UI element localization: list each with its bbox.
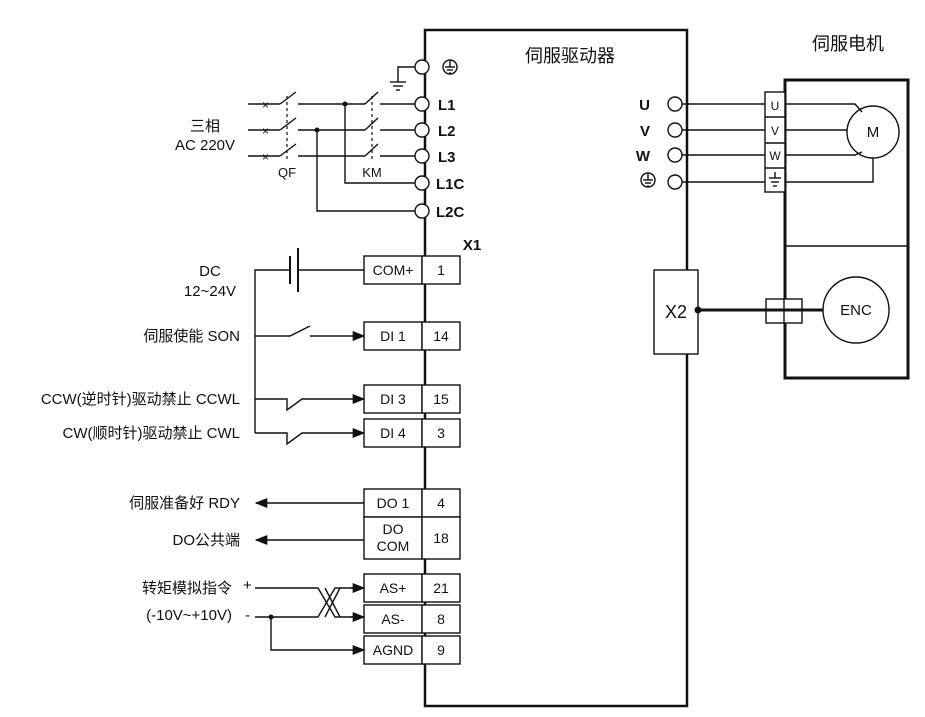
io-pin-3: 3: [437, 425, 445, 441]
io-name-as-minus: AS-: [381, 611, 405, 627]
motor-term-v: V: [771, 124, 779, 138]
signal-ccwl: CCW(逆时针)驱动禁止 CCWL: [41, 391, 240, 408]
io-pin-15: 15: [433, 391, 449, 407]
io-name-agnd: AGND: [373, 642, 413, 658]
servo-driver-box: [423, 28, 689, 708]
svg-text:×: ×: [262, 124, 269, 138]
motor-term-w: W: [769, 149, 781, 163]
motor-term-u: U: [771, 99, 780, 113]
x2-connector: [653, 269, 699, 355]
io-name-do-com-1: DO: [383, 521, 404, 537]
terminal-l1c: L1C: [436, 176, 465, 193]
signal-plus: +: [243, 577, 252, 594]
io-pin-9: 9: [437, 642, 445, 658]
io-name-di1: DI 1: [380, 328, 406, 344]
io-name-as-plus: AS+: [380, 580, 407, 596]
motor-symbol-label: M: [867, 124, 880, 141]
output-u-label: U: [639, 97, 650, 114]
terminal-l2: L2: [438, 123, 456, 140]
io-pin-18: 18: [433, 530, 449, 546]
io-name-di4: DI 4: [380, 425, 406, 441]
x2-label: X2: [665, 302, 687, 322]
output-uvw: U V W: [636, 96, 765, 190]
earth-ground-icon: [390, 81, 406, 91]
power-input: L1 L2 L3 L1C L2C 三相 AC 220V × × × QF: [175, 59, 465, 221]
contactor-km: KM: [362, 91, 415, 180]
io-pin-21: 21: [433, 580, 449, 596]
breaker-label: QF: [278, 165, 296, 180]
signal-do-common: DO公共端: [172, 532, 240, 549]
twisted-pair-icon: [255, 587, 364, 618]
dc-label-2: 12~24V: [184, 283, 236, 300]
driver-title: 伺服驱动器: [525, 46, 615, 66]
io-name-di3: DI 3: [380, 391, 406, 407]
encoder-symbol-label: ENC: [840, 302, 872, 319]
signal-rdy: 伺服准备好 RDY: [129, 495, 240, 512]
supply-label-2: AC 220V: [175, 137, 235, 154]
io-pin-4: 4: [437, 495, 445, 511]
signal-torque-2: (-10V~+10V): [146, 607, 232, 624]
terminal-l2c: L2C: [436, 204, 465, 221]
terminal-l3: L3: [438, 149, 456, 166]
io-name-do1: DO 1: [377, 495, 410, 511]
svg-text:×: ×: [262, 150, 269, 164]
motor-ground-icon: [769, 172, 781, 187]
io-pin-8: 8: [437, 611, 445, 627]
driver-ground-icon: [442, 59, 458, 75]
io-pin-14: 14: [433, 328, 449, 344]
motor-title: 伺服电机: [812, 34, 884, 54]
dc-battery-icon: [289, 248, 299, 292]
dc-label-1: DC: [199, 263, 221, 280]
signal-cwl: CW(顺时针)驱动禁止 CWL: [63, 425, 240, 442]
signal-torque-1: 转矩模拟指令: [142, 580, 232, 597]
x1-label: X1: [463, 237, 481, 254]
io-name-do-com-2: COM: [377, 538, 410, 554]
output-ground-icon: [640, 172, 656, 188]
io-pin-1: 1: [437, 262, 445, 278]
output-w-label: W: [636, 148, 651, 165]
io-name-com-plus: COM+: [373, 262, 414, 278]
contactor-label: KM: [362, 165, 382, 180]
terminal-l1: L1: [438, 97, 456, 114]
output-v-label: V: [640, 123, 650, 140]
breaker-qf: × × × QF: [248, 91, 365, 180]
signal-minus: -: [245, 607, 250, 624]
signal-son: 伺服使能 SON: [143, 328, 240, 345]
supply-label-1: 三相: [190, 118, 220, 135]
svg-text:×: ×: [262, 98, 269, 112]
